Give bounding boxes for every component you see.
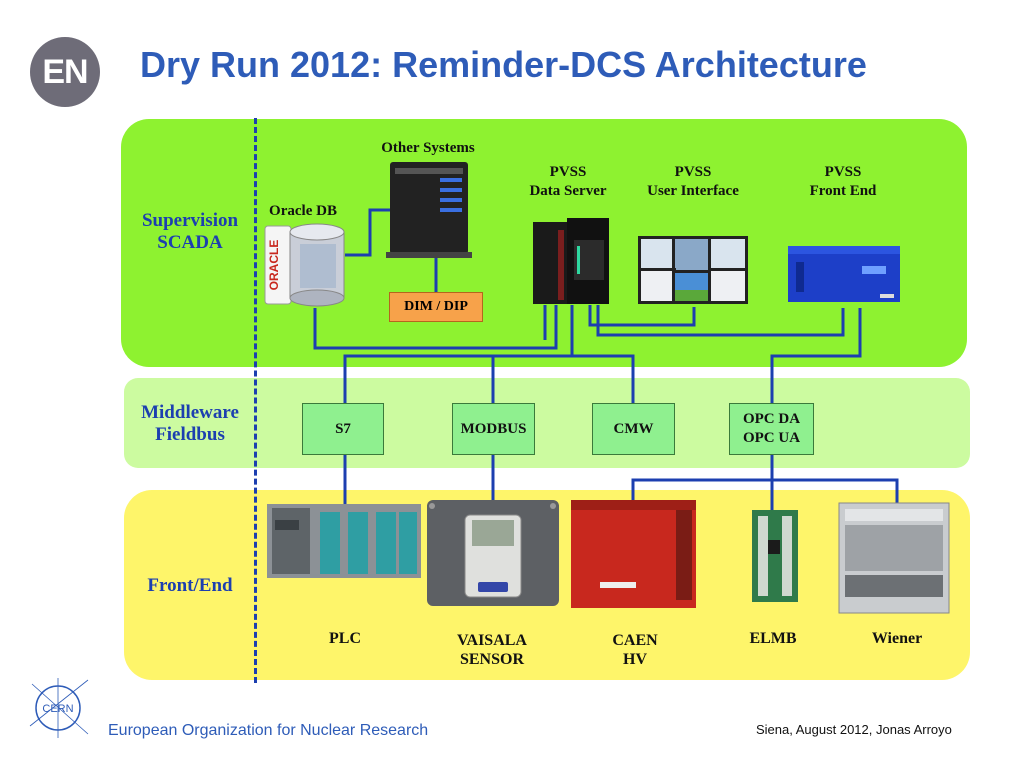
- pvss-data-server-icon: [533, 218, 609, 304]
- en-logo: EN: [30, 37, 100, 107]
- plc-label: PLC: [329, 630, 361, 647]
- oracle-db-icon: [264, 223, 345, 307]
- s7-node: S7: [302, 403, 384, 455]
- plc-device-icon: [267, 504, 421, 578]
- oracle-db-label: Oracle DB: [269, 203, 337, 219]
- caen-hv-crate-icon: [571, 500, 696, 608]
- oracle-brand-text: ORACLE: [267, 240, 281, 291]
- cmw-node: CMW: [592, 403, 675, 455]
- wiener-label: Wiener: [871, 630, 923, 647]
- cern-logo-text: CERN: [42, 703, 73, 715]
- elmb-board-icon: [752, 510, 798, 602]
- middleware-layer-band: [124, 378, 970, 468]
- other-systems-label: Other Systems: [381, 140, 475, 156]
- opc-node: OPC DA OPC UA: [729, 403, 814, 455]
- frontend-layer-label: Front/End: [147, 575, 233, 596]
- cern-logo: CERN: [29, 678, 89, 738]
- page-title: Dry Run 2012: Reminder-DCS Architecture: [140, 44, 867, 85]
- vaisala-sensor-icon: [427, 500, 559, 606]
- pvss-front-end-computer-icon: [788, 246, 900, 302]
- modbus-node: MODBUS: [452, 403, 535, 455]
- other-systems-server-icon: [386, 162, 472, 258]
- wiener-crate-icon: [838, 502, 950, 614]
- footer-event: Siena, August 2012, Jonas Arroyo: [756, 722, 952, 737]
- footer-organization: European Organization for Nuclear Resear…: [108, 722, 429, 739]
- layer-divider-line: [254, 118, 257, 683]
- elmb-label: ELMB: [749, 630, 797, 647]
- connection-lines: [313, 208, 899, 510]
- user-interface-monitors-icon: [638, 236, 748, 304]
- dim-dip-box: DIM / DIP: [389, 292, 483, 322]
